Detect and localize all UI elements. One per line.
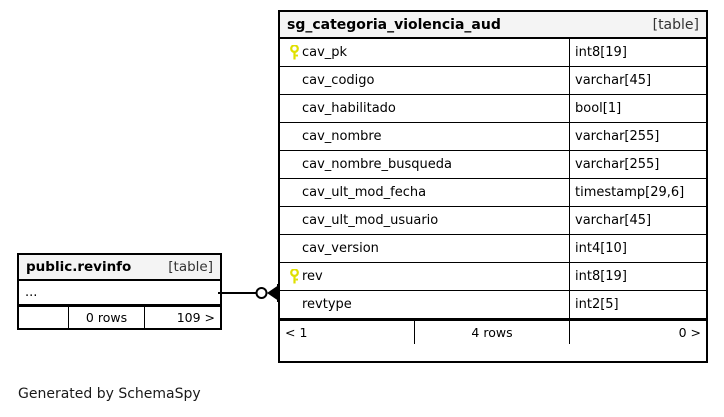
table-row[interactable]: cav_codigo varchar[45] <box>280 67 706 95</box>
column-label: cav_habilitado <box>302 101 396 116</box>
column-name-cell: rev <box>280 263 570 290</box>
table-row[interactable]: ... <box>19 281 220 305</box>
primary-key-icon <box>286 45 302 60</box>
column-name-cell: ... <box>19 281 220 304</box>
next-page-button[interactable]: 0 > <box>678 325 701 340</box>
table-row[interactable]: cav_habilitado bool[1] <box>280 95 706 123</box>
main-table-header: sg_categoria_violencia_aud [table] <box>280 12 706 39</box>
primary-key-icon <box>286 269 302 284</box>
column-label: revtype <box>302 297 352 312</box>
table-row[interactable]: revtype int2[5] <box>280 291 706 319</box>
column-type-cell: int2[5] <box>575 297 619 312</box>
column-label: rev <box>302 269 323 284</box>
column-name-cell: cav_ult_mod_usuario <box>280 207 570 234</box>
table-row[interactable]: cav_pk int8[19] <box>280 39 706 67</box>
table-row[interactable]: rev int8[19] <box>280 263 706 291</box>
table-row[interactable]: cav_version int4[10] <box>280 235 706 263</box>
table-public-revinfo[interactable]: public.revinfo [table] ... 0 rows 109 > <box>17 253 222 330</box>
column-label: cav_ult_mod_usuario <box>302 213 439 228</box>
column-type-cell: varchar[255] <box>575 129 660 144</box>
column-name-cell: cav_nombre_busqueda <box>280 151 570 178</box>
table-row[interactable]: cav_nombre_busqueda varchar[255] <box>280 151 706 179</box>
main-table-kind-label: [table] <box>652 16 699 33</box>
column-label: ... <box>25 285 38 300</box>
table-row[interactable]: cav_ult_mod_usuario varchar[45] <box>280 207 706 235</box>
main-table-title: sg_categoria_violencia_aud <box>287 16 501 33</box>
column-name-cell: cav_nombre <box>280 123 570 150</box>
parent-table-footer: 0 rows 109 > <box>19 305 220 328</box>
column-label: cav_pk <box>302 45 348 60</box>
row-count-label: 0 rows <box>69 307 145 328</box>
row-count-label: 4 rows <box>415 321 570 344</box>
column-label: cav_codigo <box>302 73 375 88</box>
column-label: cav_ult_mod_fecha <box>302 185 427 200</box>
column-type-cell: int8[19] <box>575 269 627 284</box>
next-page-button[interactable]: 109 > <box>176 310 215 325</box>
column-label: cav_nombre_busqueda <box>302 157 452 172</box>
column-name-cell: cav_codigo <box>280 67 570 94</box>
column-name-cell: cav_habilitado <box>280 95 570 122</box>
column-label: cav_version <box>302 241 379 256</box>
column-name-cell: cav_pk <box>280 39 570 66</box>
main-table-footer: < 1 4 rows 0 > <box>280 319 706 344</box>
relationship-connector[interactable] <box>218 278 282 308</box>
column-type-cell: varchar[45] <box>575 213 652 228</box>
column-type-cell: bool[1] <box>575 101 622 116</box>
parent-table-kind-label: [table] <box>168 259 213 275</box>
prev-page-button[interactable] <box>19 307 69 328</box>
generated-by-caption: Generated by SchemaSpy <box>18 386 201 402</box>
parent-table-title: public.revinfo <box>26 259 132 275</box>
column-type-cell: int4[10] <box>575 241 627 256</box>
column-type-cell: timestamp[29,6] <box>575 185 685 200</box>
column-name-cell: cav_version <box>280 235 570 262</box>
prev-page-button[interactable]: < 1 <box>280 321 415 344</box>
parent-table-header: public.revinfo [table] <box>19 255 220 281</box>
column-type-cell: varchar[255] <box>575 157 660 172</box>
table-row[interactable]: cav_ult_mod_fecha timestamp[29,6] <box>280 179 706 207</box>
table-sg-categoria-violencia-aud[interactable]: sg_categoria_violencia_aud [table] cav_p… <box>278 10 708 363</box>
column-type-cell: varchar[45] <box>575 73 652 88</box>
column-label: cav_nombre <box>302 129 382 144</box>
crows-foot-icon <box>267 285 278 301</box>
column-name-cell: revtype <box>280 291 570 318</box>
column-name-cell: cav_ult_mod_fecha <box>280 179 570 206</box>
column-type-cell: int8[19] <box>575 45 627 60</box>
zero-or-one-circle-icon <box>255 287 268 299</box>
table-row[interactable]: cav_nombre varchar[255] <box>280 123 706 151</box>
